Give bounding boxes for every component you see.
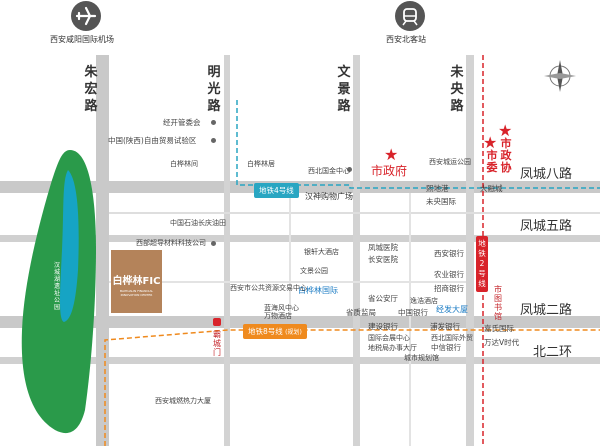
poi-urban-plan: 城市规划馆: [404, 354, 439, 362]
poi-xian-bank: 西安银行: [434, 249, 464, 258]
poi-xinshi-hotel: 逸浩酒店: [410, 297, 438, 305]
poi-jingkai: 经开管委会: [163, 118, 201, 127]
metro-line8-badge: 地铁8号线 (规划): [243, 324, 307, 339]
road-fengcheng8: [0, 181, 600, 193]
poi-wenjing-park: 文景公园: [300, 267, 328, 275]
road-fengcheng8-label: 凤城八路: [520, 167, 573, 182]
poi-difang-tax: 地税局办事大厅: [368, 344, 417, 352]
station-label: 西安北客站: [386, 35, 426, 44]
poi-wanda: 万达V时代: [484, 338, 520, 347]
poi-ftz-dot: [211, 138, 216, 143]
city-gov-label: 市政府: [371, 164, 408, 178]
hanshen-label: 汉神购物广场: [305, 192, 353, 201]
bacheng-gate-icon: [213, 318, 221, 326]
road-weiyang: [466, 55, 474, 446]
party-committee-label: 市委: [486, 149, 498, 174]
metro-line8-name: 地铁8号线: [248, 327, 283, 336]
party-committee-star-icon: ★: [483, 133, 498, 152]
metro-line4-badge: 地铁4号线: [254, 183, 299, 198]
road-beierhuan: [0, 357, 600, 364]
poi-jianshe-bank: 建设银行: [368, 322, 398, 331]
poi-lanhai: 蓝海风中心: [264, 304, 299, 312]
poi-shengjian: 省质监局: [346, 308, 376, 317]
train-icon: [395, 1, 425, 31]
library-label: 市图书馆: [494, 285, 502, 321]
poi-xboffice: 西部超导材料科技公司: [136, 239, 206, 247]
poi-zhongguo-bank: 中国银行: [398, 308, 428, 317]
road-mingguang-label: 明光路: [207, 65, 221, 114]
road-fengcheng5-label: 凤城五路: [520, 219, 573, 234]
poi-cppcc-school: 中国石油长庆油田: [170, 219, 226, 227]
poi-xboffice-dot: [211, 241, 216, 246]
metro-line4-path: [236, 100, 600, 189]
poi-xbgj: 西北国金中心: [308, 167, 350, 175]
metro-line8-path: [104, 329, 600, 446]
poi-fengcheng-hospital: 凤城医院: [368, 243, 398, 252]
poi-changan-hospital: 长安医院: [368, 255, 398, 264]
poi-xacity-park: 西安城运公园: [429, 158, 471, 166]
road-fengcheng5: [0, 235, 600, 242]
poi-zhaoshang-bank: 招商银行: [434, 284, 464, 293]
project-sub: BAIHUALIN FINANCIAL INNOVATION CENTER: [119, 289, 154, 297]
road-wenjing-label: 文景路: [337, 65, 351, 114]
poi-shengan: 省公安厅: [368, 294, 398, 303]
poi-yihe: 熙地港: [426, 184, 449, 193]
poi-guojihuizhan: 国际会展中心: [368, 334, 410, 342]
bacheng-gate-label: 霸城门: [213, 330, 221, 357]
poi-xashi: 西安市公共资源交易中心: [230, 284, 307, 292]
poi-xbgj-dot: [347, 167, 352, 172]
cppcc-star-icon: ★: [498, 121, 513, 140]
poi-pudong-bank: 浦发银行: [430, 322, 460, 331]
hancheng-park-water: [60, 170, 79, 322]
poi-weiyang-intl: 未央国际: [426, 197, 456, 206]
poi-nongye-bank: 农业银行: [434, 270, 464, 279]
road-fengcheng2-label: 凤城二路: [520, 303, 573, 318]
poi-xibei-foreign: 西北国际外贸: [431, 334, 473, 342]
poi-wanwu: 万物酒店: [264, 312, 292, 320]
project-box[interactable]: 白桦林FIC BAIHUALIN FINANCIAL INNOVATION CE…: [111, 250, 162, 313]
poi-bhl-ju: 白桦林居: [247, 160, 275, 168]
poi-jingkai-dot: [211, 120, 216, 125]
road-beierhuan-label: 北二环: [533, 345, 573, 360]
city-gov-star-icon: ★: [384, 145, 399, 164]
airport-label: 西安咸阳国际机场: [50, 35, 114, 44]
metro-line8-note: (规划): [285, 329, 302, 336]
poi-ftz: 中国(陕西)自由贸易试验区: [108, 136, 197, 145]
compass-icon: [544, 60, 576, 92]
hancheng-park-label: 汉城湖遗址公园: [53, 262, 60, 311]
jingfa-building-label: 经发大厦: [436, 305, 468, 314]
cppcc-label: 市政协: [500, 137, 512, 174]
road-fengcheng2: [0, 316, 600, 328]
airplane-icon: [71, 1, 101, 31]
road-zhuhong-label: 朱宏路: [84, 65, 98, 114]
baihualin-intl-label: 白桦林国际: [298, 286, 338, 295]
metro-line2-badge: 地铁2号线: [476, 236, 488, 292]
poi-zhongxin-bank: 中信银行: [431, 343, 461, 352]
poi-yinge: 银轩大酒店: [304, 248, 339, 256]
poi-jiazi: 嘉氏国际: [484, 324, 514, 333]
poi-xian-ranqi: 西安城燃热力大厦: [155, 397, 211, 405]
road-mingguang: [224, 55, 230, 446]
poi-daxin: 大融城: [480, 184, 503, 193]
road-wenjing: [353, 55, 360, 446]
road-weiyang-label: 未央路: [450, 65, 464, 114]
project-name: 白桦林FIC: [112, 276, 161, 287]
poi-bhl-jian: 白桦林间: [170, 160, 198, 168]
